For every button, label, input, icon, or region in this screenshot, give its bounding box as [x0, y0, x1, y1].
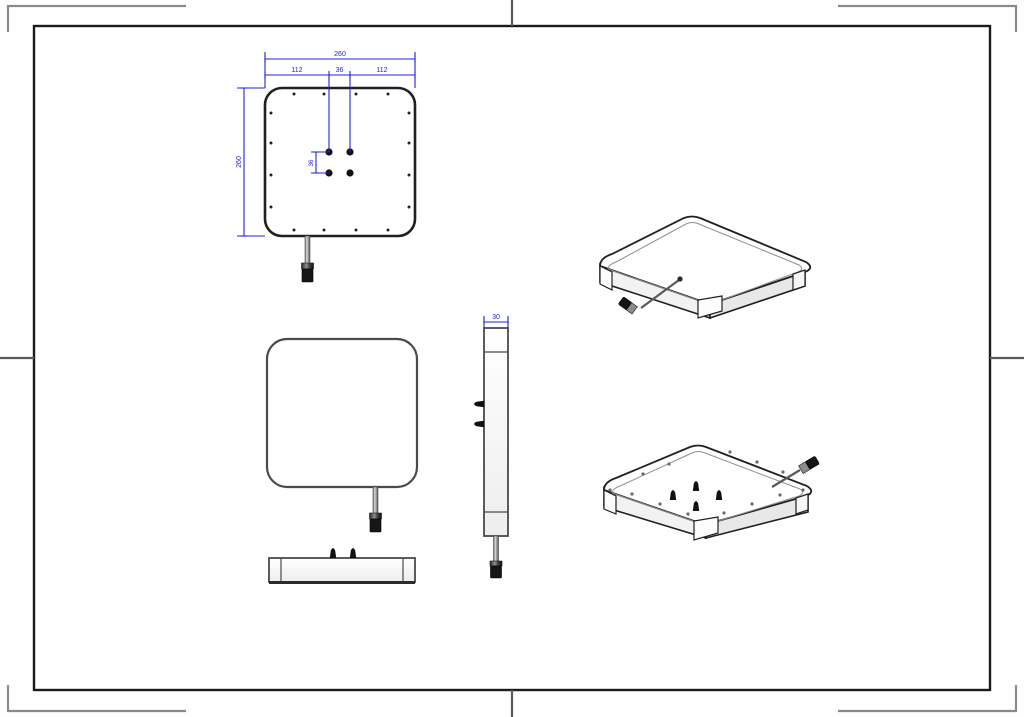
iso-top-corner-pad-left — [599, 265, 613, 291]
bottom-edge-studs — [329, 548, 357, 558]
crop-mark-top-right — [838, 4, 1018, 32]
side-view-connector-body — [490, 565, 502, 579]
dim-text-thickness: 30 — [492, 314, 500, 321]
dim-text-left-segment: 112 — [291, 67, 302, 74]
iso-bottom-cable-assembly — [771, 456, 820, 488]
crop-mark-top-left — [6, 4, 186, 32]
iso-bottom-corner-pad-front — [693, 516, 719, 541]
crop-mark-bottom-left — [6, 685, 186, 713]
back-view-perimeter-screws — [269, 92, 411, 232]
iso-bottom-corner-pad-left — [603, 489, 617, 515]
side-view-stud-upper — [474, 400, 484, 408]
side-view-studs — [474, 400, 484, 428]
bottom-edge-view — [268, 548, 416, 584]
front-view-cable-assembly — [369, 486, 382, 533]
isometric-top-view — [599, 215, 812, 320]
dim-text-overall-width: 260 — [334, 51, 346, 58]
front-view-panel-outline — [265, 337, 419, 489]
back-view-connector-collar — [301, 262, 314, 270]
mount-hole-bottom-right — [346, 169, 354, 177]
dim-text-hole-spacing: 36 — [309, 159, 315, 166]
iso-bottom-perimeter-screws — [608, 450, 805, 516]
dim-text-center-segment: 36 — [336, 67, 344, 74]
iso-top-connector-body — [618, 297, 632, 310]
back-view-cable — [304, 235, 311, 265]
crop-marks — [6, 4, 1018, 713]
crop-mark-bottom-right — [838, 685, 1018, 713]
bottom-edge-stud-left — [329, 548, 337, 558]
bottom-edge-body — [268, 557, 416, 583]
front-view — [265, 337, 419, 533]
dim-text-overall-height: 260 — [236, 156, 243, 168]
side-view-cable — [493, 535, 499, 563]
sheet-border — [32, 24, 992, 692]
iso-bottom-corner-pad-right — [795, 493, 809, 515]
iso-top-cable — [640, 279, 680, 309]
back-view-dimensions — [237, 52, 416, 237]
bottom-edge-shadow — [269, 581, 415, 584]
iso-top-cable-port — [677, 276, 683, 282]
side-view-dimensions — [483, 316, 509, 328]
bottom-edge-stud-right — [349, 548, 357, 558]
front-view-connector-collar — [369, 512, 382, 520]
side-view-stud-lower — [474, 420, 484, 428]
dim-text-right-segment: 112 — [376, 67, 387, 74]
side-view-cable-assembly — [489, 535, 503, 579]
front-view-cable — [372, 486, 379, 516]
back-view: 260 112 36 112 260 36 — [236, 51, 417, 283]
side-view-body — [483, 327, 509, 537]
iso-top-corner-pad-front — [697, 295, 723, 319]
iso-top-cable-assembly — [618, 276, 683, 315]
iso-bottom-cable — [771, 469, 801, 488]
iso-bottom-face-seam — [611, 451, 804, 524]
back-view-panel-outline — [263, 86, 417, 238]
front-view-connector-body — [369, 518, 382, 533]
iso-top-corner-pad-right — [792, 269, 806, 291]
iso-bottom-connector-body — [805, 456, 820, 470]
isometric-bottom-view — [603, 444, 820, 541]
back-view-connector-body — [301, 268, 314, 283]
side-view: 30 — [474, 314, 509, 579]
back-view-cable-assembly — [301, 235, 314, 283]
side-view-connector-collar — [489, 560, 503, 567]
